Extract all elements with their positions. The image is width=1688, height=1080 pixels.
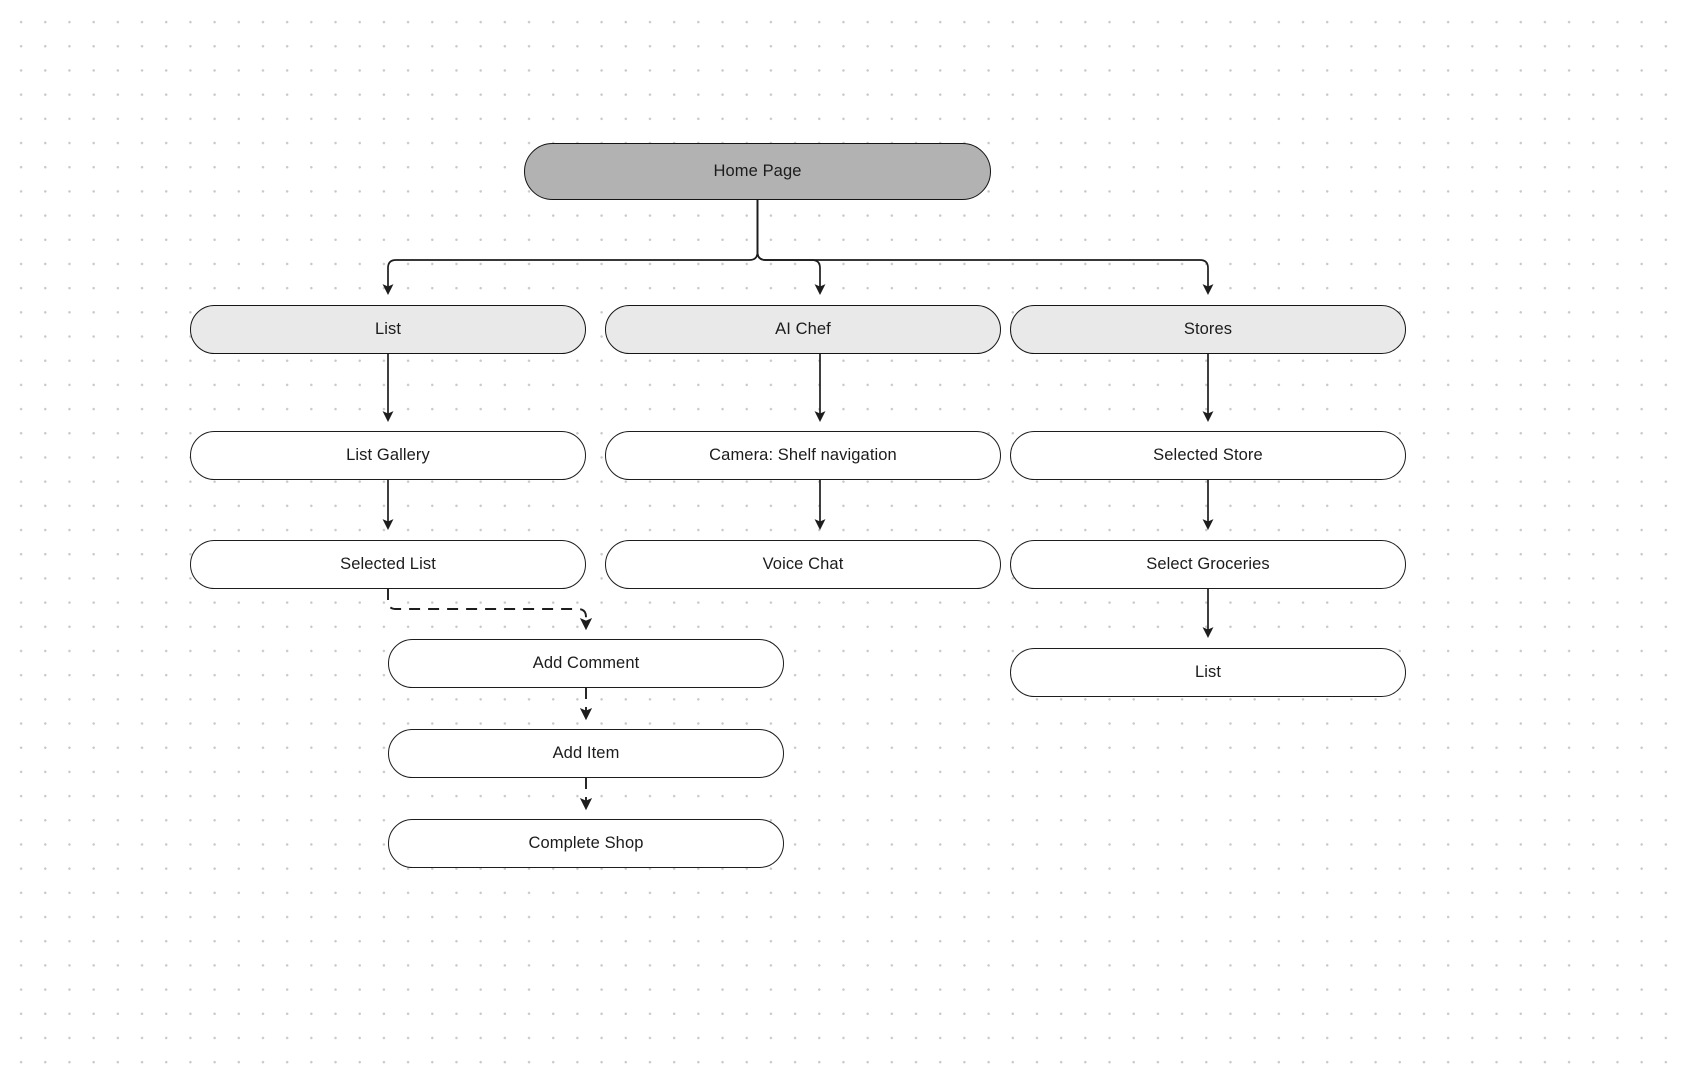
node-label: Add Item xyxy=(552,744,620,763)
node-label: Add Comment xyxy=(532,654,640,673)
node-label: AI Chef xyxy=(775,320,831,339)
node-list2[interactable]: List xyxy=(1010,648,1406,697)
node-label: List xyxy=(1194,663,1222,682)
node-sellist[interactable]: Selected List xyxy=(190,540,586,589)
node-list[interactable]: List xyxy=(190,305,586,354)
node-addcomment[interactable]: Add Comment xyxy=(388,639,784,688)
edge-home-stores xyxy=(756,200,1214,295)
edge-home-list xyxy=(382,200,759,295)
node-label: Select Groceries xyxy=(1146,555,1270,574)
node-completeshop[interactable]: Complete Shop xyxy=(388,819,784,868)
node-listgallery[interactable]: List Gallery xyxy=(190,431,586,480)
node-label: Selected Store xyxy=(1153,446,1263,465)
node-label: Selected List xyxy=(340,555,436,574)
node-home[interactable]: Home Page xyxy=(524,143,991,200)
node-label: Complete Shop xyxy=(528,834,644,853)
node-additem[interactable]: Add Item xyxy=(388,729,784,778)
node-label: Camera: Shelf navigation xyxy=(709,446,897,465)
node-stores[interactable]: Stores xyxy=(1010,305,1406,354)
node-label: List xyxy=(374,320,402,339)
node-label: Voice Chat xyxy=(762,555,844,574)
node-label: Home Page xyxy=(713,162,802,181)
node-selstore[interactable]: Selected Store xyxy=(1010,431,1406,480)
edge-sellist-addcomment xyxy=(387,589,593,631)
node-selgroc[interactable]: Select Groceries xyxy=(1010,540,1406,589)
node-label: Stores xyxy=(1183,320,1233,339)
node-voicechat[interactable]: Voice Chat xyxy=(605,540,1001,589)
node-camera[interactable]: Camera: Shelf navigation xyxy=(605,431,1001,480)
node-aichef[interactable]: AI Chef xyxy=(605,305,1001,354)
node-label: List Gallery xyxy=(346,446,430,465)
edge-home-aichef xyxy=(756,200,826,295)
